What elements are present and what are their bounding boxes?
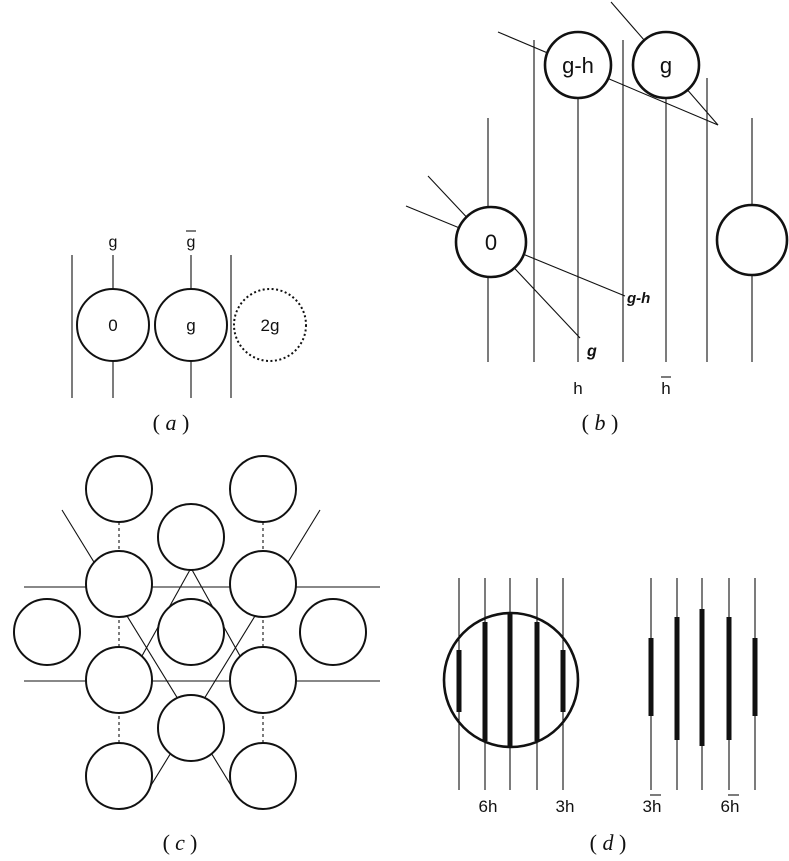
label-6h: 6h — [479, 797, 498, 816]
circle-c-1 — [85, 455, 153, 523]
label-g-bar: g — [187, 234, 196, 251]
circle-c-8 — [299, 598, 367, 666]
caption-a: a — [166, 410, 177, 435]
svg-text:(: ( — [153, 410, 160, 435]
label-h-bar: h — [661, 379, 670, 398]
circle-2g — [233, 288, 307, 362]
panel-d: 6h 3h 3h 6h ( d ) — [442, 578, 758, 855]
circle-c-9 — [85, 646, 153, 714]
svg-text:): ) — [611, 410, 618, 435]
caption-d: d — [603, 830, 615, 855]
svg-text:(: ( — [163, 830, 170, 855]
circle-c-11 — [157, 694, 225, 762]
circle-label-g: g — [186, 316, 195, 335]
panel-c: ( c ) — [13, 455, 380, 855]
label-3h-bar: 3h — [643, 797, 662, 816]
svg-text:(: ( — [590, 830, 597, 855]
circle-g — [154, 288, 228, 362]
circle-label-0: 0 — [108, 316, 117, 335]
circle-label-g-b: g — [660, 53, 672, 78]
svg-text:): ) — [182, 410, 189, 435]
line-label-g: g — [586, 343, 597, 360]
caption-b: b — [595, 410, 606, 435]
circle-c-2 — [229, 455, 297, 523]
svg-text:): ) — [619, 830, 626, 855]
circle-label-g-minus-h: g-h — [562, 53, 594, 78]
label-3h: 3h — [556, 797, 575, 816]
circle-c-12 — [85, 742, 153, 810]
circle-c-13 — [229, 742, 297, 810]
label-h: h — [573, 379, 582, 398]
panel-b: g-h g 0 g-h g h h ( b ) — [405, 1, 789, 435]
line-label-g-minus-h: g-h — [626, 290, 650, 307]
circle-c-5 — [229, 550, 297, 618]
circle-g-minus-h — [543, 30, 613, 100]
circle-c-7 — [157, 598, 225, 666]
panel-a: g g 0 g 2g ( a ) — [71, 230, 307, 435]
caption-c: c — [175, 830, 185, 855]
svg-text:(: ( — [582, 410, 589, 435]
circle-0-b — [454, 205, 528, 279]
circle-label-0-b: 0 — [485, 230, 497, 255]
circle-c-6 — [13, 598, 81, 666]
circle-empty-b — [715, 203, 789, 277]
svg-text:): ) — [190, 830, 197, 855]
circle-label-2g: 2g — [261, 316, 280, 335]
label-6h-bar: 6h — [721, 797, 740, 816]
circle-g-b — [631, 30, 701, 100]
circle-c-10 — [229, 646, 297, 714]
circle-c-4 — [85, 550, 153, 618]
label-g: g — [109, 234, 118, 251]
circle-0 — [76, 288, 150, 362]
circle-c-3 — [157, 503, 225, 571]
